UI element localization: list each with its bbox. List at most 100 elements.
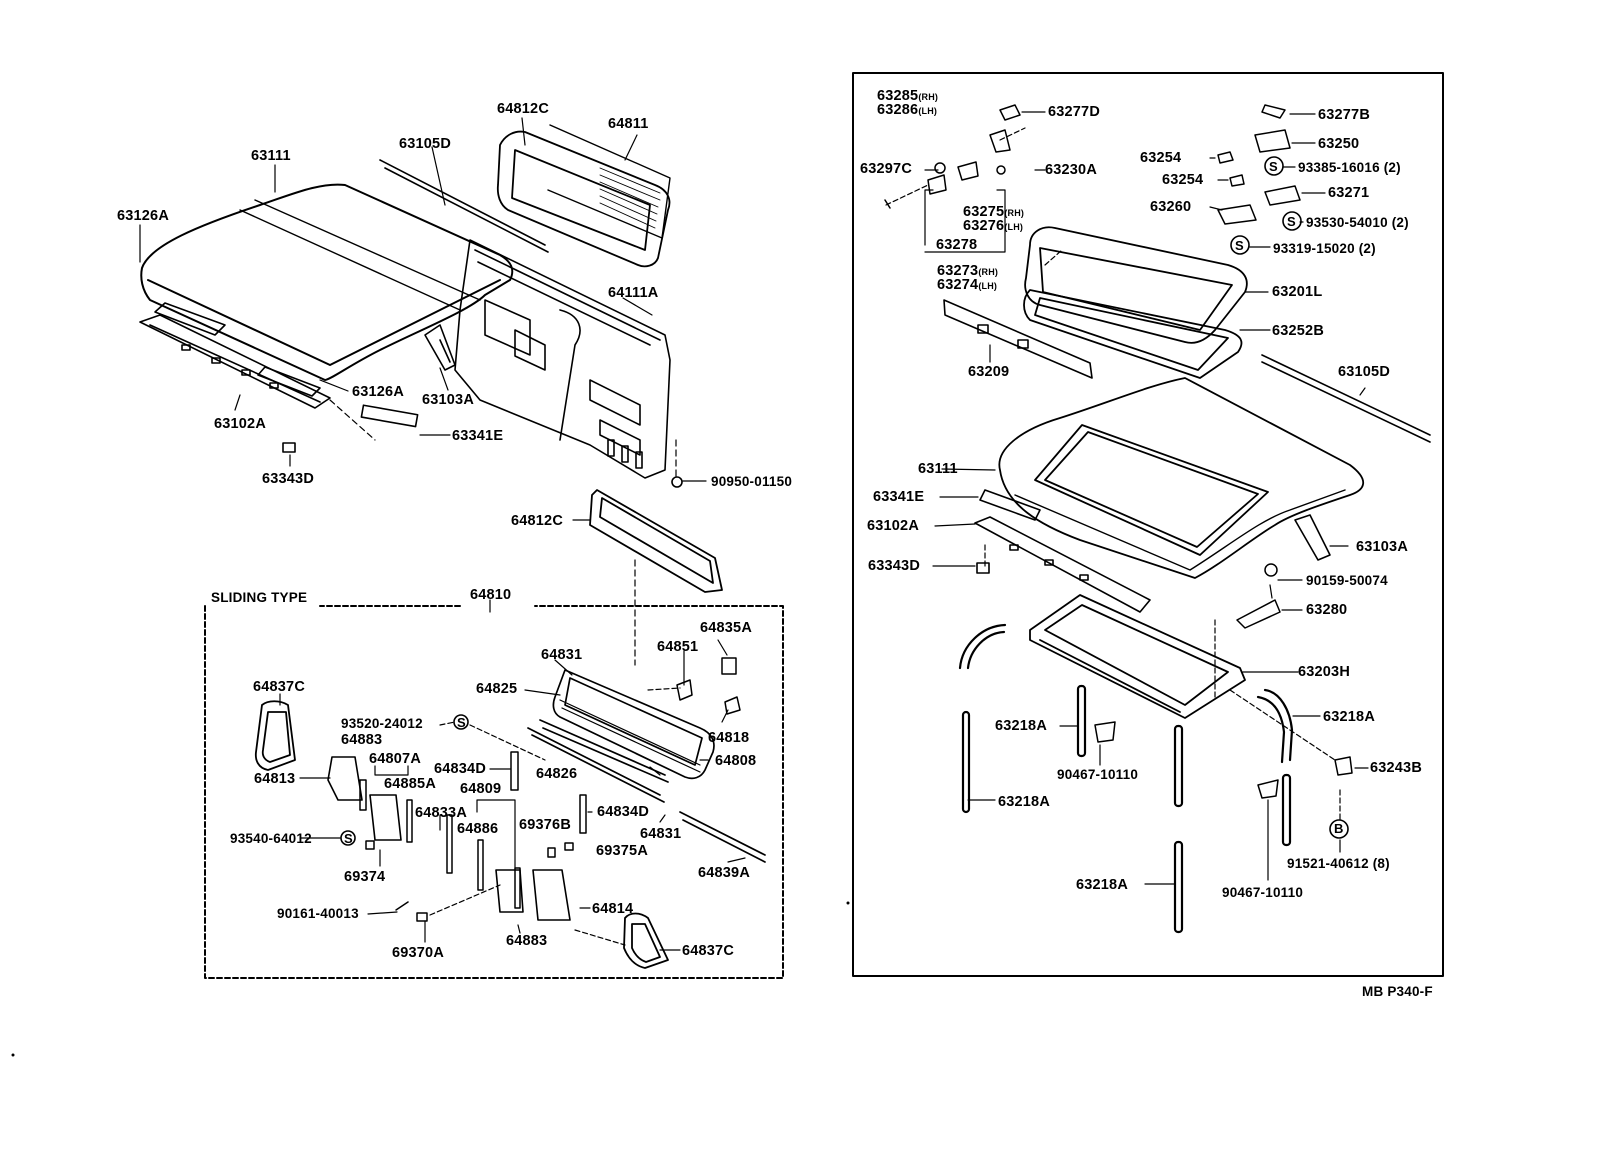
label-69374: 69374	[344, 869, 386, 885]
label-63343D: 63343D	[262, 471, 314, 487]
label-64837C-a: 64837C	[253, 679, 305, 695]
sliding-s-circles	[340, 714, 469, 846]
label-64826: 64826	[536, 766, 578, 782]
label-64834D-b: 64834D	[597, 804, 649, 820]
sheet-code: MB P340-F	[1362, 984, 1433, 999]
small-bracket-parts-drawing	[676, 657, 741, 715]
label-64808: 64808	[715, 753, 757, 769]
label-90159-50074: 90159-50074	[1306, 573, 1388, 588]
label-69370A: 69370A	[392, 945, 444, 961]
screw-s-symbol-c: S	[1269, 159, 1278, 174]
label-63105D: 63105D	[399, 136, 451, 152]
label-63275: 63275(RH)	[963, 204, 1025, 220]
sunroof-housing-drawing	[1029, 594, 1246, 719]
label-64834D-a: 64834D	[434, 761, 486, 777]
roof-panel-drawing	[140, 183, 514, 381]
label-63254-a: 63254	[1140, 150, 1182, 166]
label-64886: 64886	[457, 821, 499, 837]
label-64809: 64809	[460, 781, 502, 797]
label-90467-10110-b: 90467-10110	[1222, 885, 1304, 900]
screw-s-symbol-b: S	[344, 831, 353, 846]
label-63102A: 63102A	[214, 416, 266, 432]
label-64807A: 64807A	[369, 751, 421, 767]
back-panel-drawing	[454, 239, 671, 479]
label-64111A: 64111A	[608, 285, 659, 301]
label-64837C-b: 64837C	[682, 943, 734, 959]
label-63126A: 63126A	[117, 208, 169, 224]
label-63218A-c: 63218A	[998, 794, 1050, 810]
sunroof-side-rail-drawing	[1294, 514, 1331, 561]
glass-64812C-mid-drawing	[589, 489, 723, 593]
label-63285: 63285(RH)	[877, 88, 939, 104]
pad-63341E-left-drawing	[360, 404, 419, 428]
label-64825: 64825	[476, 681, 518, 697]
sunroof-seal-drawing	[1023, 289, 1243, 379]
label-64812C-mid: 64812C	[511, 513, 563, 529]
label-91521-40612: 91521-40612 (8)	[1287, 856, 1390, 871]
sunroof-glass-drawing	[1024, 226, 1248, 344]
sliding-type-frame	[204, 605, 784, 979]
label-63230A: 63230A	[1045, 162, 1097, 178]
sliding-type-title: SLIDING TYPE	[211, 590, 308, 605]
label-63203H: 63203H	[1298, 664, 1350, 680]
label-64812C: 64812C	[497, 101, 549, 117]
sliding-small-parts	[365, 840, 574, 922]
label-64839A: 64839A	[698, 865, 750, 881]
label-93540-64012: 93540-64012	[230, 831, 312, 846]
sunroof-bracket-63209-drawing	[943, 299, 1093, 379]
glass-panels-drawing	[327, 756, 571, 921]
label-64851: 64851	[657, 639, 699, 655]
grommet-90950-drawing	[671, 476, 683, 488]
label-93385-16016: 93385-16016 (2)	[1298, 160, 1401, 175]
label-90950-01150: 90950-01150	[711, 474, 793, 489]
rear-glass-drawing	[496, 124, 671, 268]
label-63343D-right: 63343D	[868, 558, 920, 574]
label-63286: 63286(LH)	[877, 102, 938, 118]
label-63252B: 63252B	[1272, 323, 1324, 339]
label-63341E-right: 63341E	[873, 489, 925, 505]
quarter-glass-b-drawing	[623, 912, 669, 969]
label-90161-40013: 90161-40013	[277, 906, 359, 921]
label-64818: 64818	[708, 730, 750, 746]
label-64883-b: 64883	[506, 933, 548, 949]
label-63218A-b: 63218A	[995, 718, 1047, 734]
drain-hoses-drawing	[958, 623, 1294, 934]
sunroof-roof-drawing	[998, 377, 1365, 579]
label-63209: 63209	[968, 364, 1010, 380]
bolt-b-symbol: B	[1334, 821, 1344, 836]
right-panel-frame	[852, 72, 1444, 977]
label-63102A-right: 63102A	[867, 518, 919, 534]
label-63103A: 63103A	[422, 392, 474, 408]
label-64833A: 64833A	[415, 805, 467, 821]
label-64814: 64814	[592, 901, 634, 917]
sliding-window-assembly-drawing	[527, 669, 766, 863]
label-93520-24012: 93520-24012	[341, 716, 423, 731]
screw-s-symbol-d: S	[1287, 214, 1296, 229]
label-90467-10110-a: 90467-10110	[1057, 767, 1139, 782]
quarter-glass-drawing	[254, 700, 296, 771]
label-64831-a: 64831	[541, 647, 583, 663]
label-63277D: 63277D	[1048, 104, 1100, 120]
label-63250: 63250	[1318, 136, 1360, 152]
channels-drawing	[359, 751, 587, 909]
label-63111-right: 63111	[918, 461, 958, 477]
label-64835A: 64835A	[700, 620, 752, 636]
label-64810: 64810	[470, 587, 512, 603]
weatherstrip-left-drawing	[379, 159, 549, 253]
label-64811: 64811	[608, 116, 649, 132]
label-64885A: 64885A	[384, 776, 436, 792]
label-64831-b: 64831	[640, 826, 682, 842]
leader-lines-sliding	[279, 639, 746, 951]
screw-s-symbol-a: S	[457, 715, 466, 730]
screw-s-symbol-e: S	[1235, 238, 1244, 253]
label-63297C: 63297C	[860, 161, 912, 177]
label-64813: 64813	[254, 771, 296, 787]
leader-lines-left	[139, 117, 707, 666]
label-63254-b: 63254	[1162, 172, 1204, 188]
label-93319-15020: 93319-15020 (2)	[1273, 241, 1376, 256]
label-63105D-right: 63105D	[1338, 364, 1390, 380]
label-63218A-d: 63218A	[1076, 877, 1128, 893]
sunroof-small-parts	[884, 104, 1353, 799]
label-63126A-mid: 63126A	[352, 384, 404, 400]
weatherstrip-right-drawing	[1261, 354, 1431, 443]
